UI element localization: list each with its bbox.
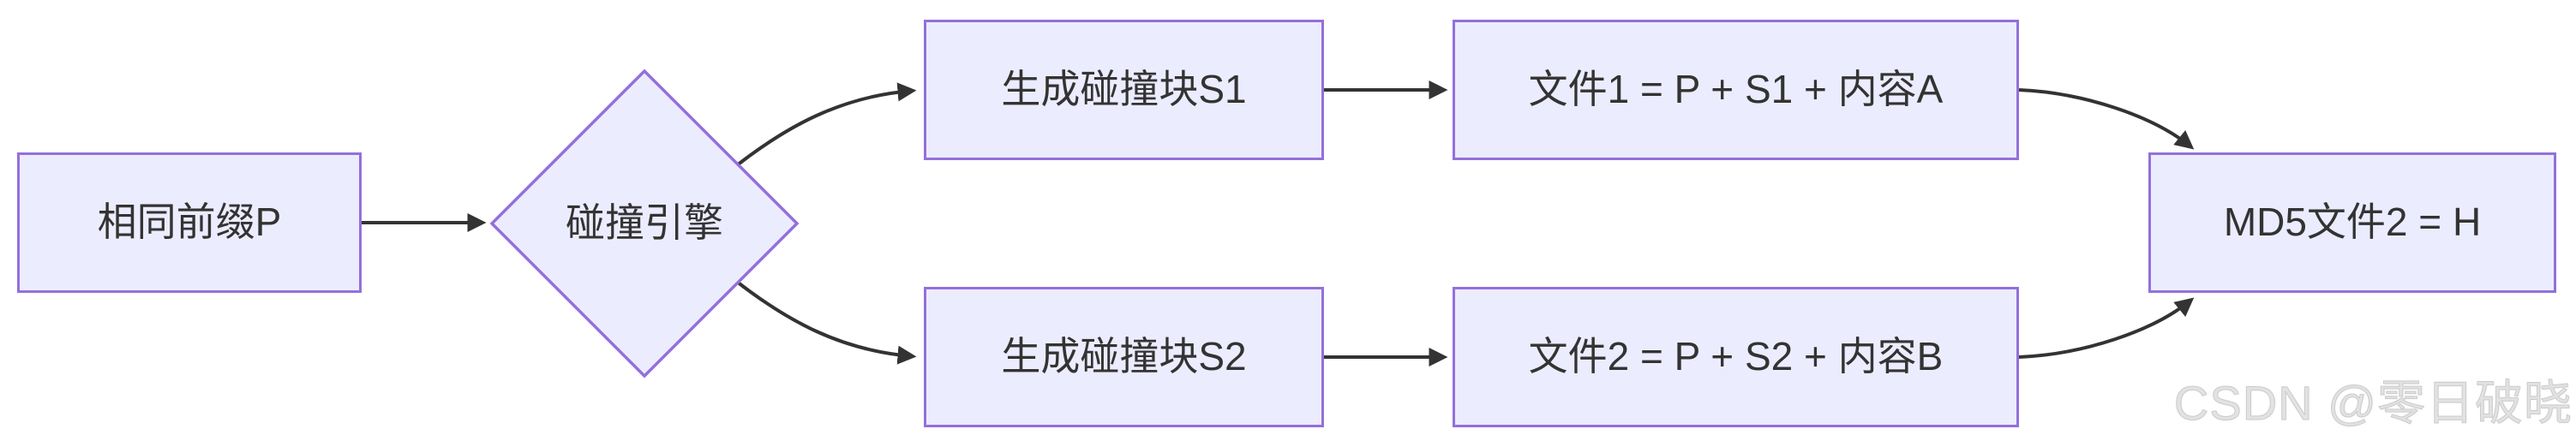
node-label: MD5文件2 = H <box>2223 200 2482 245</box>
edge-file1-to-md5 <box>2018 88 2195 150</box>
node-md5: MD5文件2 = H <box>2148 152 2556 293</box>
node-prefix: 相同前缀P <box>17 152 362 293</box>
edge-engine-to-s2 <box>735 280 917 365</box>
node-file2: 文件2 = P + S2 + 内容B <box>1453 287 2019 427</box>
edge-engine-to-s1 <box>735 82 917 167</box>
node-label: 文件1 = P + S1 + 内容A <box>1528 67 1944 112</box>
node-label: 生成碰撞块S2 <box>1001 334 1247 379</box>
node-label: 相同前缀P <box>97 200 282 245</box>
node-label: 生成碰撞块S1 <box>1001 67 1247 112</box>
edge-file2-to-md5 <box>2018 297 2195 359</box>
node-label: 文件2 = P + S2 + 内容B <box>1528 334 1944 379</box>
node-s1: 生成碰撞块S1 <box>924 20 1324 160</box>
csdn-watermark: CSDN @零日破晓 <box>2173 376 2573 431</box>
node-engine-diamond-shape <box>489 69 800 378</box>
node-file1: 文件1 = P + S1 + 内容A <box>1453 20 2019 160</box>
node-s2: 生成碰撞块S2 <box>924 287 1324 427</box>
